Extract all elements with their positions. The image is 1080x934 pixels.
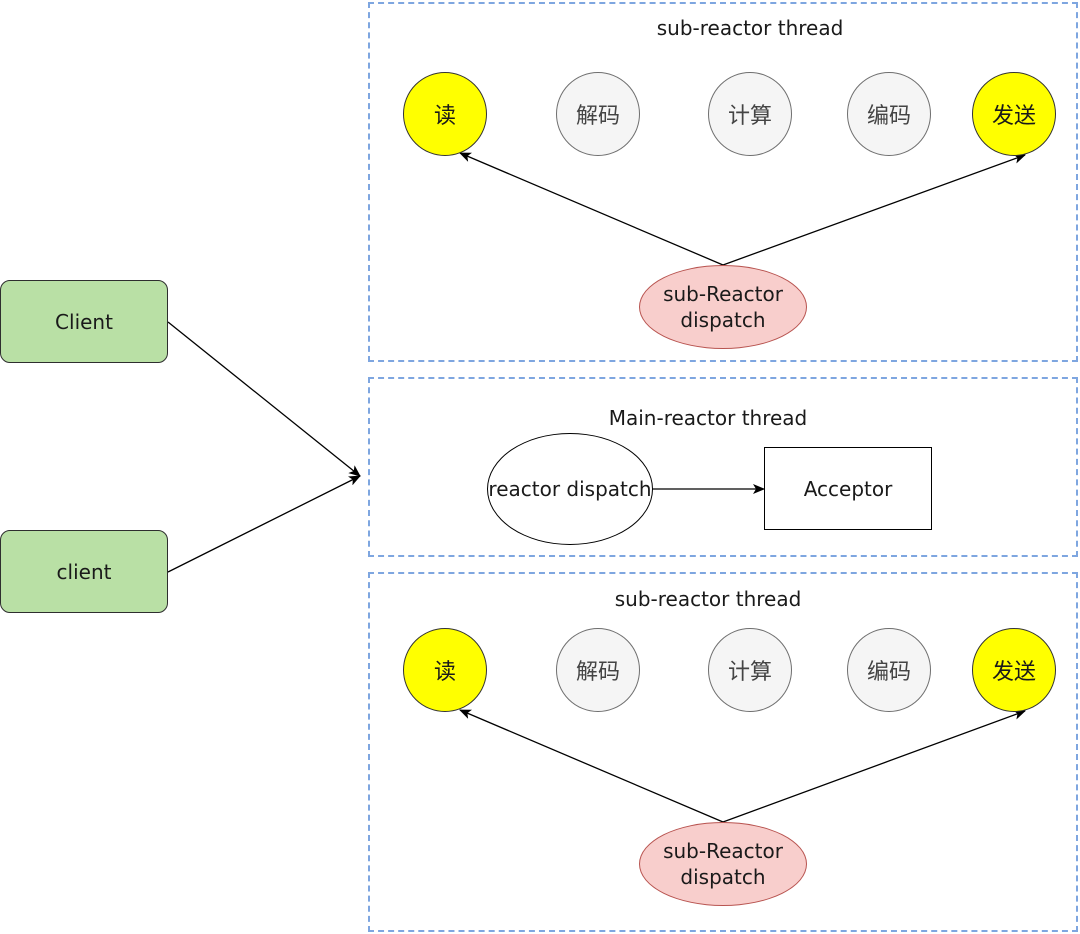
client-node-top: Client <box>0 280 168 363</box>
step-compute-bottom: 计算 <box>708 628 792 712</box>
step-encode-top: 编码 <box>847 72 931 156</box>
step-send-bottom: 发送 <box>972 628 1056 712</box>
dispatch-label-line1: sub-Reactor <box>663 282 783 306</box>
step-decode-top: 解码 <box>556 72 640 156</box>
step-read-bottom: 读 <box>403 628 487 712</box>
step-send-top: 发送 <box>972 72 1056 156</box>
sub-reactor-title-top: sub-reactor thread <box>656 16 844 40</box>
main-reactor-title: Main-reactor thread <box>608 406 808 430</box>
sub-reactor-group-bottom <box>368 572 1078 932</box>
step-encode-bottom: 编码 <box>847 628 931 712</box>
sub-reactor-dispatch-bottom: sub-Reactor dispatch <box>639 822 807 906</box>
step-compute-top: 计算 <box>708 72 792 156</box>
dispatch-label-line2: dispatch <box>680 308 766 332</box>
edge-client-bottom-to-main <box>167 475 361 573</box>
main-reactor-group <box>368 377 1078 557</box>
edge-top-dispatch-to-send <box>722 154 1026 266</box>
step-read-top: 读 <box>403 72 487 156</box>
edge-bottom-dispatch-to-read <box>459 709 724 823</box>
edge-top-dispatch-to-read <box>459 152 724 266</box>
dispatch-label-line2: dispatch <box>680 865 766 889</box>
acceptor-node: Acceptor <box>764 447 932 530</box>
edge-bottom-dispatch-to-send <box>722 710 1026 823</box>
step-decode-bottom: 解码 <box>556 628 640 712</box>
sub-reactor-group-top <box>368 2 1078 362</box>
reactor-dispatch-node: reactor dispatch <box>487 433 653 545</box>
client-node-bottom: client <box>0 530 168 613</box>
sub-reactor-title-bottom: sub-reactor thread <box>614 587 802 611</box>
edge-client-top-to-main <box>167 321 361 477</box>
dispatch-label-line1: sub-Reactor <box>663 839 783 863</box>
sub-reactor-dispatch-top: sub-Reactor dispatch <box>639 265 807 349</box>
